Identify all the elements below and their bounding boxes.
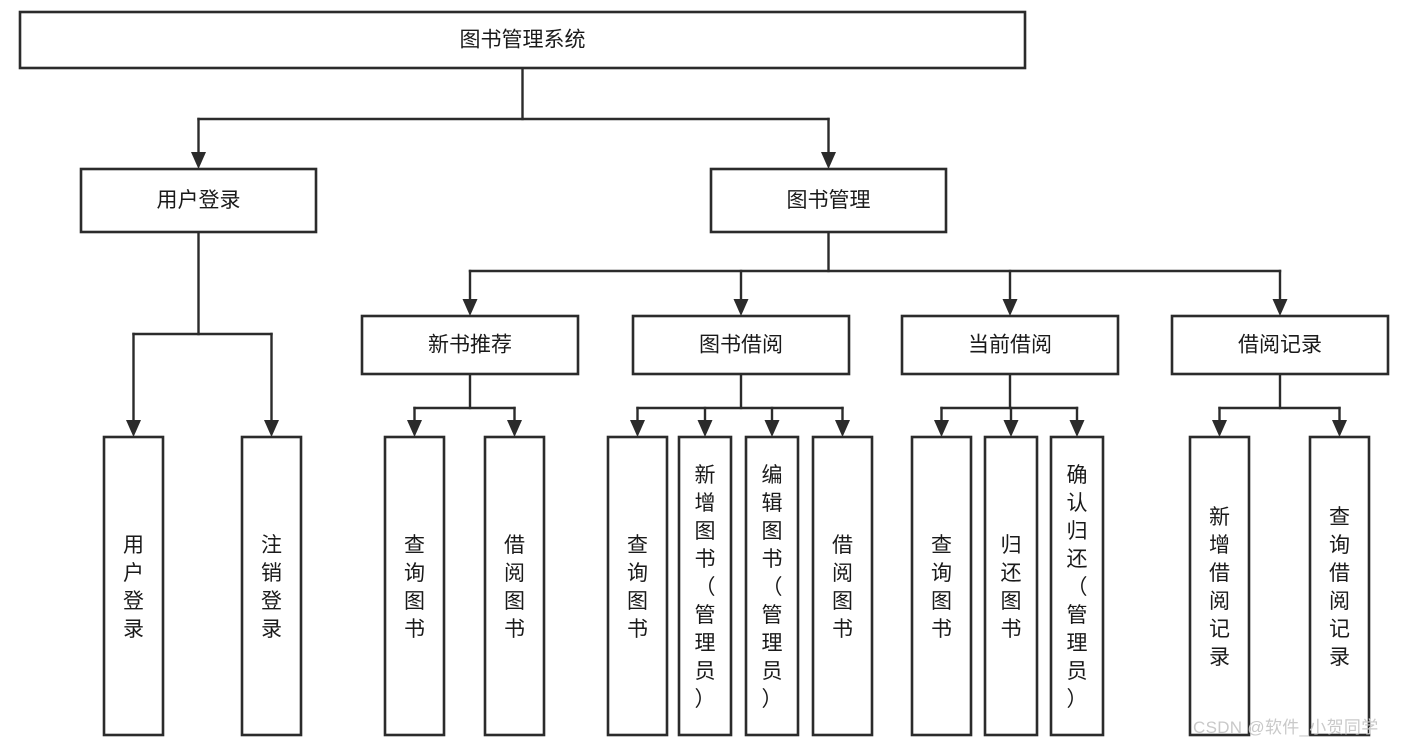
node-leaf-1-label: 注销登录 xyxy=(261,534,282,641)
conn-user-login-branch-0-arrowhead xyxy=(126,420,141,437)
node-root[interactable]: 图书管理系统 xyxy=(18,10,1027,70)
node-level2-1-rect[interactable] xyxy=(709,167,948,234)
csdn-watermark: CSDN @软件_小贺同学 xyxy=(1193,718,1379,737)
conn-level3-2-branch-0-arrowhead xyxy=(934,420,949,437)
node-leaf-5[interactable]: 新增图书（管理员） xyxy=(677,435,733,737)
node-leaf-0-label: 用户登录 xyxy=(123,534,144,641)
conn-book-mgmt-branch-0-arrowhead xyxy=(462,299,478,316)
node-leaf-4-label: 查询图书 xyxy=(627,534,648,641)
node-level3-1-label: 图书借阅 xyxy=(699,334,783,357)
conn-level3-0-branch-1-arrowhead xyxy=(507,420,522,437)
node-leaf-8-label: 查询图书 xyxy=(931,534,952,641)
node-level2-0-rect[interactable] xyxy=(79,167,318,234)
node-leaf-6-label: 编辑图书（管理员） xyxy=(762,464,783,711)
node-level3-1[interactable]: 图书借阅 xyxy=(631,314,851,376)
node-level3-2-rect[interactable] xyxy=(900,314,1120,376)
node-level3-0[interactable]: 新书推荐 xyxy=(360,314,580,376)
conn-root-branch-0-arrowhead xyxy=(191,152,206,169)
node-leaf-4[interactable]: 查询图书 xyxy=(606,435,669,737)
conn-book-mgmt-branch-3-arrowhead xyxy=(1272,299,1288,316)
node-leaf-6-rect[interactable] xyxy=(744,435,800,737)
node-leaf-10[interactable]: 确认归还（管理员） xyxy=(1049,435,1105,737)
node-level3-3-label: 借阅记录 xyxy=(1238,334,1322,357)
node-level3-0-label: 新书推荐 xyxy=(428,334,512,357)
node-leaf-3-label: 借阅图书 xyxy=(504,534,525,641)
conn-level3-2-branch-1-arrowhead xyxy=(1003,420,1019,437)
node-level3-3[interactable]: 借阅记录 xyxy=(1170,314,1390,376)
node-leaf-11[interactable]: 新增借阅记录 xyxy=(1188,435,1251,737)
node-leaf-10-rect[interactable] xyxy=(1049,435,1105,737)
conn-level3-3-branch-1-arrowhead xyxy=(1332,420,1347,437)
node-level2-0[interactable]: 用户登录 xyxy=(79,167,318,234)
node-leaf-11-label: 新增借阅记录 xyxy=(1209,506,1230,669)
node-leaf-12-label: 查询借阅记录 xyxy=(1329,506,1350,669)
conn-level3-1-branch-0-arrowhead xyxy=(630,420,645,437)
node-leaf-2-rect[interactable] xyxy=(383,435,446,737)
node-level3-0-rect[interactable] xyxy=(360,314,580,376)
node-leaf-4-rect[interactable] xyxy=(606,435,669,737)
conn-level3-1-branch-2-arrowhead xyxy=(764,420,780,437)
node-leaf-5-label: 新增图书（管理员） xyxy=(695,464,716,711)
node-leaf-12[interactable]: 查询借阅记录 xyxy=(1308,435,1371,737)
node-leaf-12-rect[interactable] xyxy=(1308,435,1371,737)
node-leaf-9-rect[interactable] xyxy=(983,435,1039,737)
node-leaf-2[interactable]: 查询图书 xyxy=(383,435,446,737)
node-level2-0-label: 用户登录 xyxy=(157,189,241,212)
conn-user-login-branch-1-arrowhead xyxy=(264,420,279,437)
node-leaf-0-rect[interactable] xyxy=(102,435,165,737)
node-leaf-2-label: 查询图书 xyxy=(404,534,425,641)
node-level3-2[interactable]: 当前借阅 xyxy=(900,314,1120,376)
node-root-rect[interactable] xyxy=(18,10,1027,70)
conn-level3-3-branch-0-arrowhead xyxy=(1212,420,1227,437)
node-level2-1[interactable]: 图书管理 xyxy=(709,167,948,234)
conn-level3-1-branch-1-arrowhead xyxy=(697,420,713,437)
conn-level3-2-branch-2-arrowhead xyxy=(1069,420,1085,437)
conn-level3-1-branch-3-arrowhead xyxy=(835,420,850,437)
node-level3-1-rect[interactable] xyxy=(631,314,851,376)
node-leaf-7[interactable]: 借阅图书 xyxy=(811,435,874,737)
node-leaf-8[interactable]: 查询图书 xyxy=(910,435,973,737)
node-leaf-9-label: 归还图书 xyxy=(1001,534,1022,641)
node-leaf-0[interactable]: 用户登录 xyxy=(102,435,165,737)
node-leaf-7-rect[interactable] xyxy=(811,435,874,737)
node-level2-1-label: 图书管理 xyxy=(787,189,871,212)
conn-level3-0-branch-0-arrowhead xyxy=(407,420,422,437)
conn-root-branch-1-arrowhead xyxy=(821,152,836,169)
node-level3-3-rect[interactable] xyxy=(1170,314,1390,376)
node-root-label: 图书管理系统 xyxy=(460,29,586,52)
node-leaf-10-label: 确认归还（管理员） xyxy=(1067,464,1088,711)
conn-book-mgmt-branch-2-arrowhead xyxy=(1002,299,1018,316)
node-level3-2-label: 当前借阅 xyxy=(968,334,1052,357)
node-leaf-1-rect[interactable] xyxy=(240,435,303,737)
node-leaf-6[interactable]: 编辑图书（管理员） xyxy=(744,435,800,737)
node-leaf-3-rect[interactable] xyxy=(483,435,546,737)
node-leaf-7-label: 借阅图书 xyxy=(832,534,853,641)
conn-book-mgmt-branch-1-arrowhead xyxy=(733,299,749,316)
connectors-layer xyxy=(126,66,1347,437)
node-leaf-8-rect[interactable] xyxy=(910,435,973,737)
node-leaf-3[interactable]: 借阅图书 xyxy=(483,435,546,737)
node-leaf-9[interactable]: 归还图书 xyxy=(983,435,1039,737)
node-leaf-11-rect[interactable] xyxy=(1188,435,1251,737)
boxes-layer: 图书管理系统用户登录图书管理新书推荐图书借阅当前借阅借阅记录用户登录注销登录查询… xyxy=(18,10,1390,737)
node-leaf-5-rect[interactable] xyxy=(677,435,733,737)
node-leaf-1[interactable]: 注销登录 xyxy=(240,435,303,737)
